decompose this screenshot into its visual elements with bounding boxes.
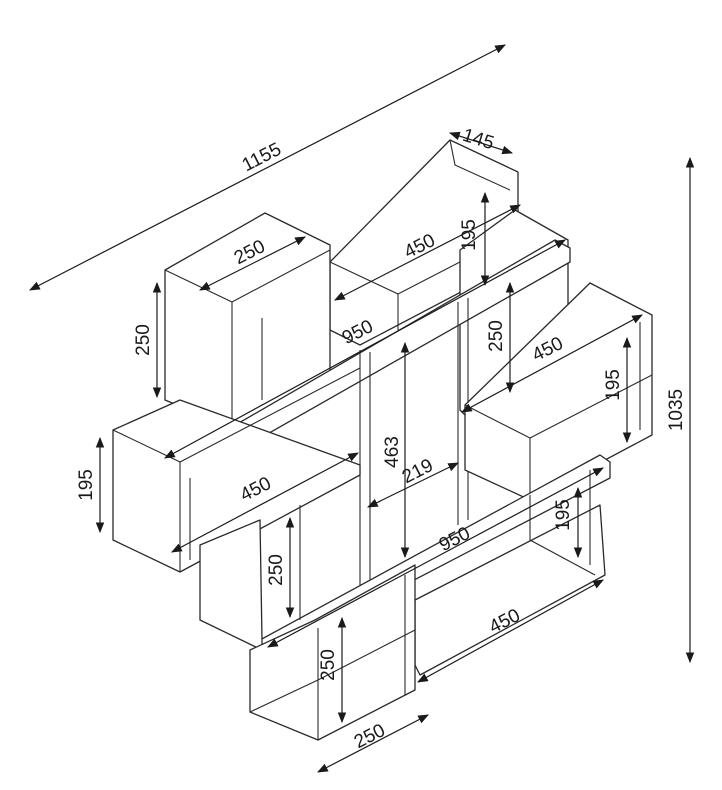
dim-overall-height: 1035 [666, 389, 687, 431]
dim-top-left-box-height: 250 [133, 324, 154, 356]
dim-left-box-height: 195 [76, 469, 97, 501]
dimension-lines [29, 44, 695, 773]
dim-right-upper-height: 250 [486, 320, 507, 352]
dim-lower-right-box-height: 195 [553, 499, 574, 531]
dim-bottom-box-width: 250 [351, 720, 389, 753]
dim-lower-left-height: 250 [266, 554, 287, 586]
dim-right-box-height: 195 [603, 369, 624, 401]
dim-top-box-height: 195 [459, 219, 480, 251]
dim-bottom-box-height: 250 [318, 649, 339, 681]
dim-center-height: 463 [382, 436, 403, 468]
